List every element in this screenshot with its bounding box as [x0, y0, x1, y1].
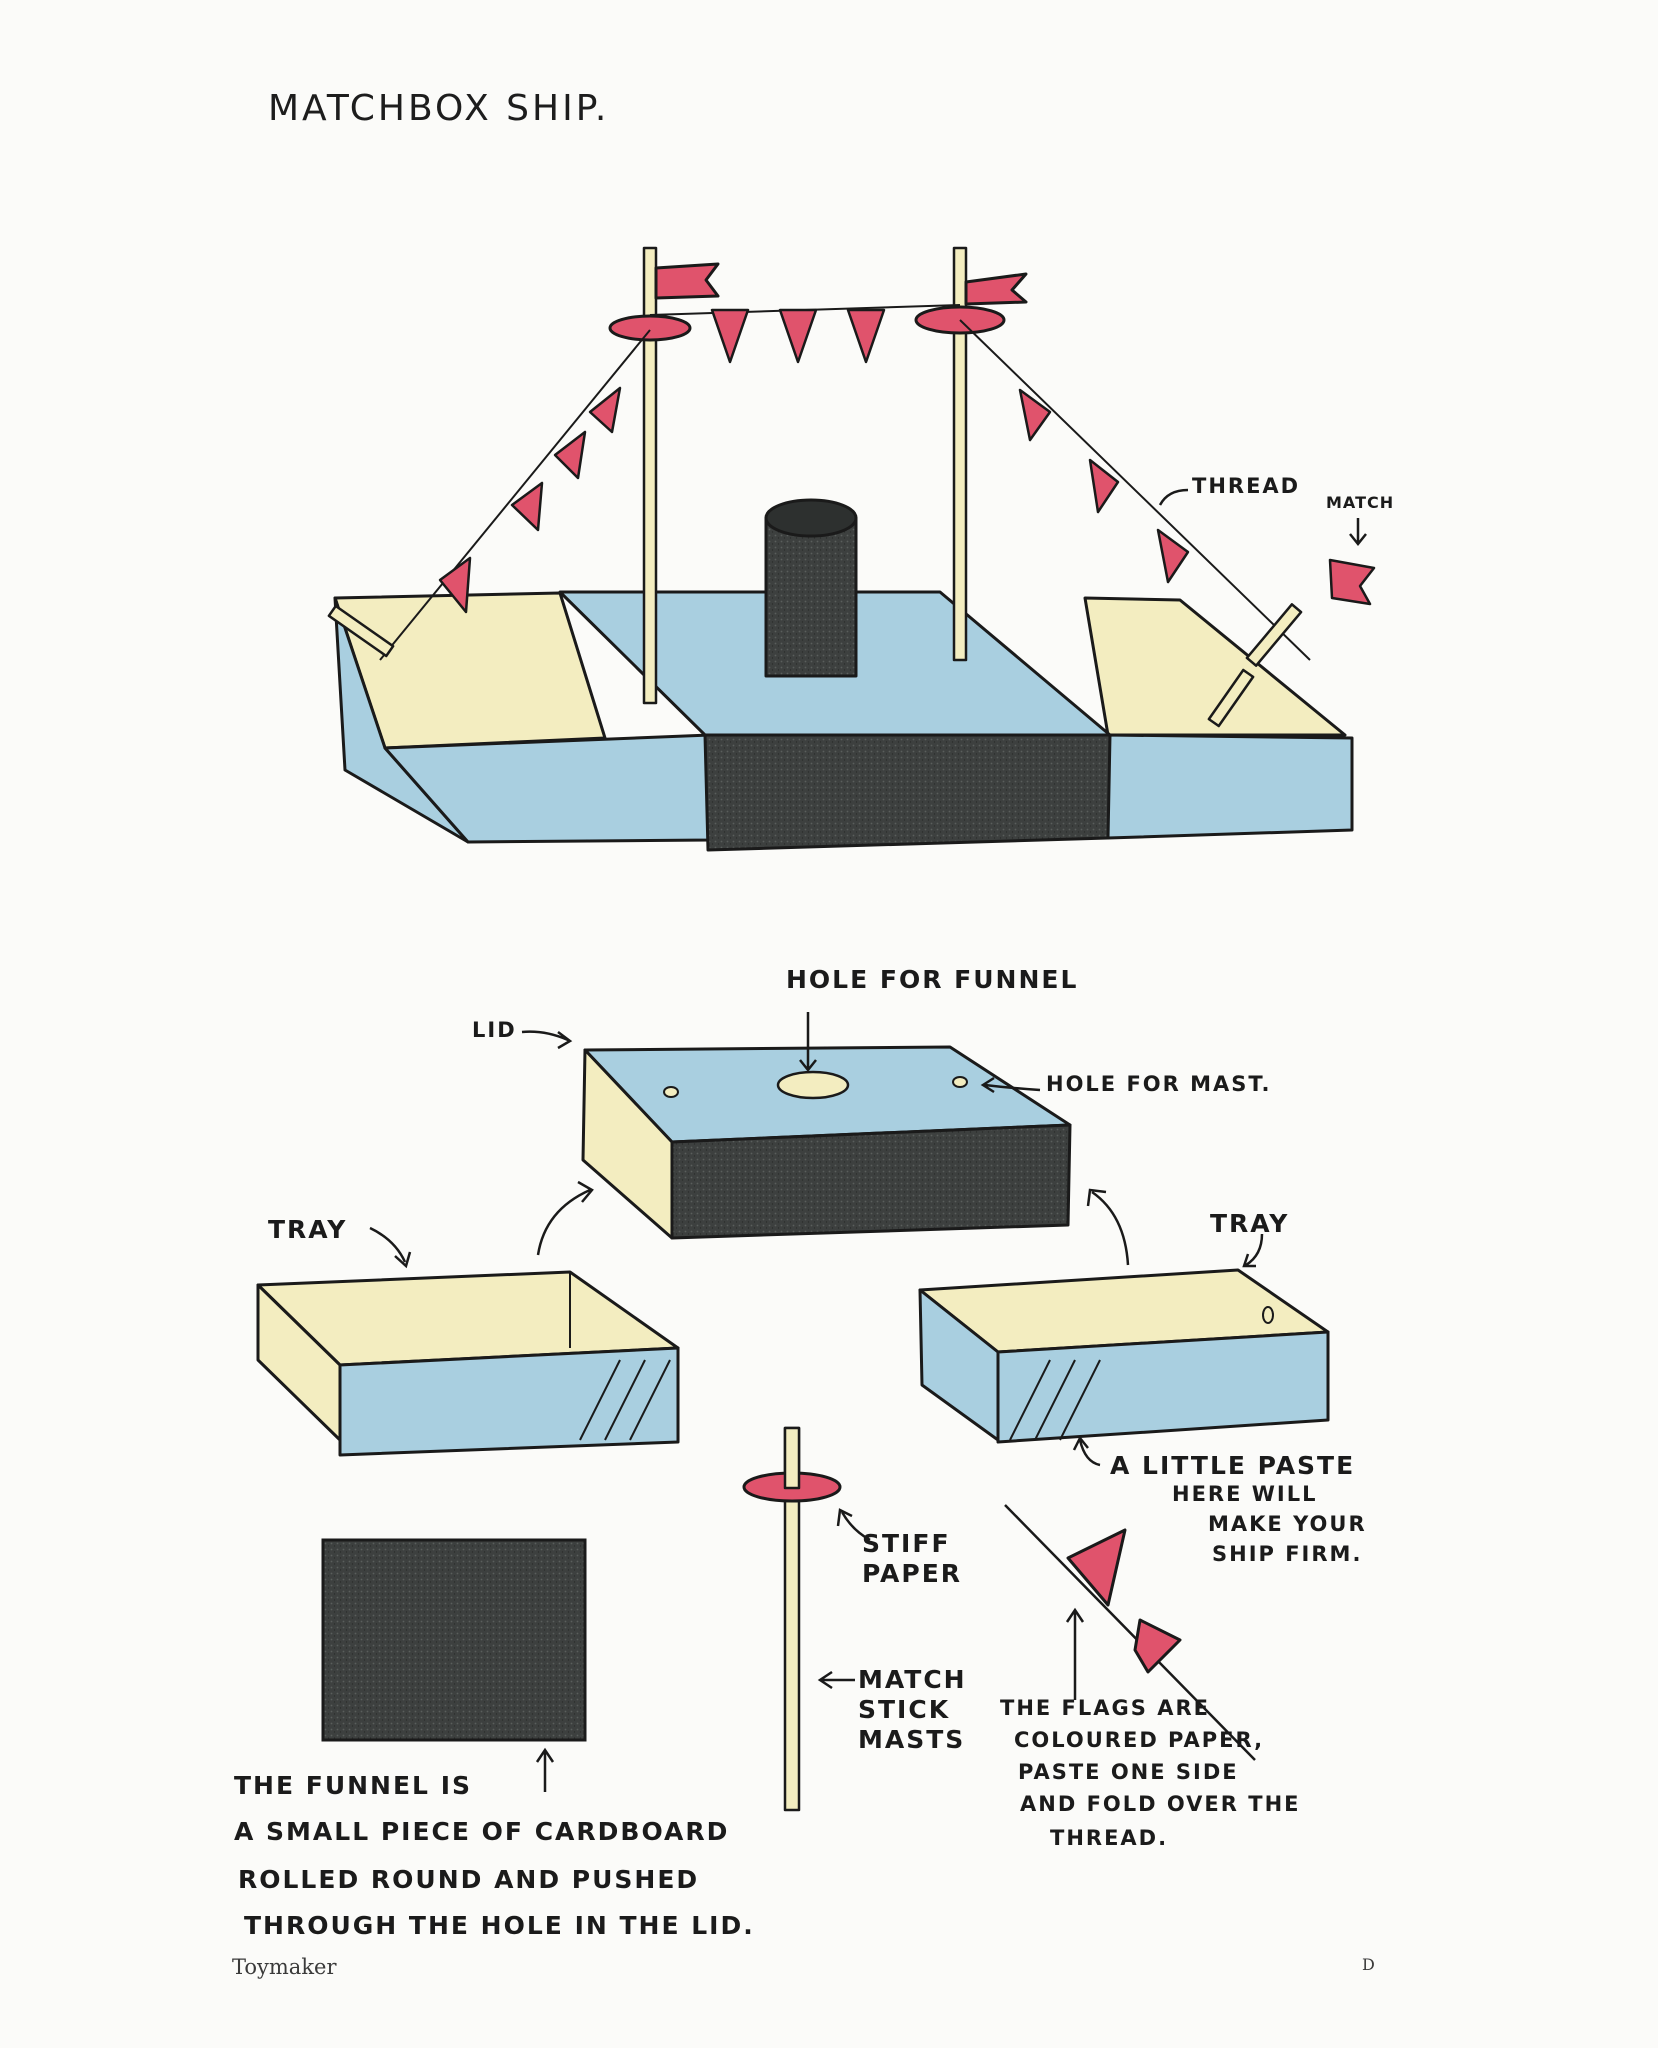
bunting-flag — [1156, 528, 1190, 584]
funnel-note-line-2: A SMALL PIECE OF CARDBOARD — [234, 1817, 730, 1846]
flag-detail — [1004, 1504, 1256, 1761]
tray-right-arrow — [1242, 1233, 1264, 1268]
bunting-flag — [1088, 458, 1120, 514]
bunting-flag — [510, 481, 544, 532]
thread-arrow — [1158, 488, 1189, 506]
label-hole-for-mast: HOLE FOR MAST. — [1046, 1072, 1272, 1096]
mast-left-disc — [608, 314, 692, 342]
left-tray-side — [383, 733, 712, 844]
label-tray-left: TRAY — [268, 1215, 348, 1244]
bunting-flag — [588, 386, 622, 434]
flags-note-line-1: THE FLAGS ARE — [1000, 1696, 1210, 1720]
funnel-note-line-3: ROLLED ROUND AND PUSHED — [238, 1865, 700, 1894]
flags-note-line-4: AND FOLD OVER THE — [1020, 1792, 1301, 1816]
match-stick-arrow — [817, 1670, 855, 1690]
paste-note-line-3: MAKE YOUR — [1208, 1512, 1367, 1536]
match-in-tray — [1207, 668, 1255, 728]
match-anchor-left — [327, 604, 395, 658]
funnel — [764, 516, 858, 678]
tray-left-arrow — [369, 1226, 412, 1269]
hole-for-mast-left — [663, 1086, 679, 1098]
page-title: MATCHBOX SHIP. — [268, 88, 610, 129]
paste-note-line-1: A LITTLE PASTE — [1110, 1451, 1356, 1480]
assembled-ship — [327, 246, 1376, 852]
funnel-cardboard — [321, 1538, 587, 1742]
label-hole-for-funnel: HOLE FOR FUNNEL — [786, 965, 1079, 994]
annotation-arrows-top — [1158, 488, 1367, 547]
match-anchor-right — [1245, 603, 1303, 667]
lid-front — [703, 733, 1112, 852]
funnel-top — [764, 498, 858, 538]
stiff-paper-arrow — [836, 1508, 871, 1542]
folded-flag-1 — [1066, 1528, 1127, 1607]
mast-right — [952, 246, 968, 662]
mast-left-flag — [654, 262, 720, 300]
match-arrow — [1349, 518, 1367, 547]
right-tray-inner — [1083, 596, 1347, 737]
match-stick-masts-line-1: MATCH — [858, 1665, 967, 1694]
funnel-note-line-1: THE FUNNEL IS — [234, 1771, 472, 1800]
right-tray-hole — [1262, 1306, 1274, 1324]
flag-thread — [1004, 1504, 1256, 1761]
paste-arrow — [1072, 1435, 1101, 1467]
hole-funnel-arrow — [799, 1012, 817, 1073]
bunting-flag — [778, 308, 818, 364]
assembly-arrows — [369, 1012, 1264, 1792]
bunting-flag — [710, 308, 750, 364]
stiff-paper-line-2: PAPER — [862, 1559, 963, 1588]
label-lid: LID — [472, 1018, 517, 1042]
match-flag — [1328, 558, 1376, 606]
hole-for-mast-right — [952, 1076, 968, 1088]
lid-front-face — [670, 1123, 1072, 1240]
match-stick-masts-line-3: MASTS — [858, 1725, 966, 1754]
label-tray-right: TRAY — [1210, 1209, 1290, 1238]
label-match: MATCH — [1326, 493, 1395, 512]
footer-source: Toymaker — [232, 1955, 337, 1979]
flags-note-line-2: COLOURED PAPER, — [1014, 1728, 1265, 1752]
bunting-flag — [438, 556, 472, 614]
flags-arrow — [1065, 1607, 1085, 1700]
bunting-flag — [1018, 388, 1052, 442]
thread-right — [959, 319, 1311, 661]
match-stick-masts-line-2: STICK — [858, 1695, 951, 1724]
paste-note-line-4: SHIP FIRM. — [1212, 1542, 1363, 1566]
folded-flag-2 — [1133, 1618, 1182, 1674]
footer-signature: D — [1362, 1955, 1375, 1974]
hole-for-funnel — [776, 1070, 850, 1100]
lid-diagram — [581, 1045, 1072, 1240]
thread-left — [379, 329, 651, 661]
label-thread: THREAD — [1192, 474, 1301, 498]
lid-arrow — [521, 1030, 573, 1050]
right-tray-front-face — [996, 1330, 1330, 1444]
mast-detail — [742, 1426, 842, 1812]
bunting-flag — [553, 430, 587, 480]
mast-left — [642, 246, 658, 705]
right-tray-side — [1106, 733, 1354, 840]
funnel-arrow — [535, 1747, 555, 1792]
flags-note-line-3: PASTE ONE SIDE — [1018, 1760, 1239, 1784]
right-tray-diagram — [918, 1268, 1330, 1444]
stiff-paper-line-1: STIFF — [862, 1529, 951, 1558]
shine-lines — [1009, 1359, 1101, 1441]
funnel-note-line-4: THROUGH THE HOLE IN THE LID. — [244, 1911, 755, 1940]
mast-right-flag — [964, 272, 1028, 306]
flags-note-line-5: THREAD. — [1050, 1826, 1169, 1850]
left-tray-diagram — [256, 1270, 680, 1457]
left-tray-front-face — [338, 1346, 680, 1457]
paste-note-line-2: HERE WILL — [1172, 1482, 1318, 1506]
shine-lines — [579, 1359, 671, 1441]
bunting-flag — [846, 308, 886, 364]
hole-mast-arrow — [980, 1076, 1041, 1094]
